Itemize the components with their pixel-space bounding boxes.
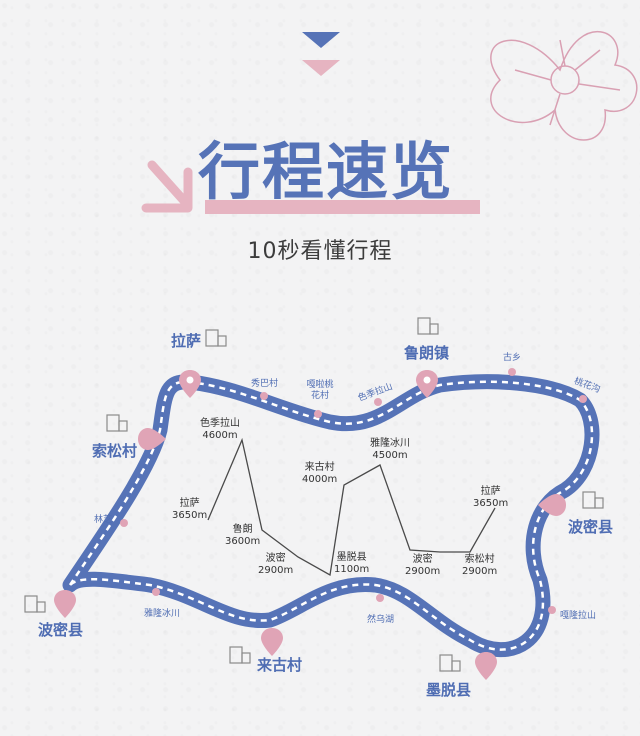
stop-guxiang: 古乡 [503, 353, 522, 363]
title-underline [205, 200, 480, 214]
building-icon [106, 414, 128, 432]
building-icon [417, 317, 439, 335]
city-suosong: 索松村 [92, 442, 138, 460]
building-icons [24, 317, 604, 672]
pin-icon [475, 652, 497, 680]
small-pins [120, 368, 587, 614]
pin-icon [138, 428, 166, 450]
stop-yalong: 雅隆冰川 [144, 609, 181, 619]
building-icon [229, 646, 251, 664]
stop-galong: 嘎隆拉山 [560, 611, 597, 621]
pin-icon [54, 590, 76, 618]
page-title: 行程速览 [198, 135, 455, 208]
stop-ranwu: 然乌湖 [367, 615, 395, 625]
chevron-down-icon-2 [302, 60, 340, 76]
city-motuo: 墨脱县 [426, 681, 472, 699]
building-icon [439, 654, 461, 672]
page-subtitle: 10秒看懂行程 [247, 239, 393, 264]
arrow-down-right-icon [141, 160, 193, 213]
stop-linzhi: 林芝 [94, 515, 113, 525]
pin-icon [416, 370, 438, 398]
stop-xiuba: 秀巴村 [251, 379, 279, 389]
large-pins [54, 370, 566, 680]
stop-gala: 嘎啦桃花村 [306, 380, 334, 401]
city-bomi-left: 波密县 [38, 621, 84, 639]
pin-icon [179, 370, 201, 398]
city-bomi-right: 波密县 [568, 518, 614, 536]
flower-icon [490, 30, 638, 141]
building-icon [205, 329, 227, 347]
pin-icon [538, 494, 566, 516]
chevron-down-icon [302, 32, 340, 48]
building-icon [24, 595, 46, 613]
city-lasa: 拉萨 [171, 332, 202, 350]
building-icon [582, 491, 604, 509]
city-laigu: 来古村 [257, 656, 303, 674]
city-lulang: 鲁朗镇 [404, 344, 450, 362]
elevation-line [207, 437, 496, 577]
pin-icon [261, 628, 283, 656]
